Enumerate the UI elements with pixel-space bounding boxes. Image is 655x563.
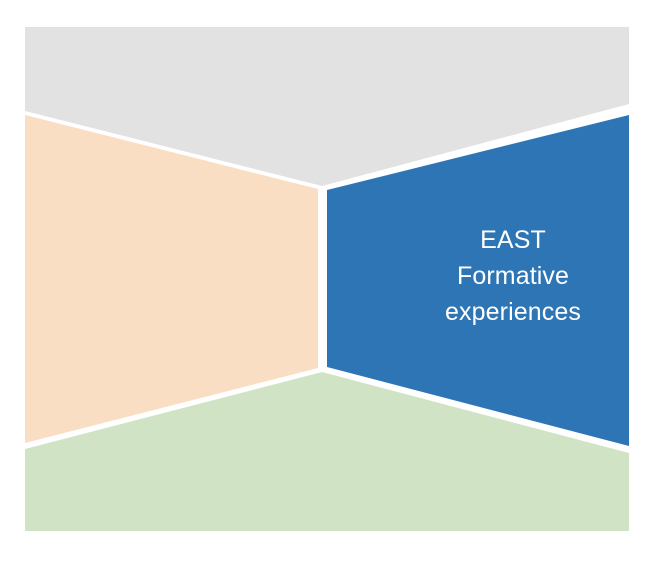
east-label-line-3: experiences <box>445 298 581 326</box>
east-label-line-2: Formative <box>456 262 570 290</box>
floor-panel-south[interactable] <box>25 372 629 531</box>
ceiling-panel-north[interactable] <box>25 27 629 186</box>
east-label-line-1: EAST <box>480 226 546 254</box>
left-wall-panel-west[interactable] <box>25 115 318 443</box>
east-panel-label: EAST Formative experiences <box>395 222 631 330</box>
right-wall-panel-east[interactable] <box>327 115 629 446</box>
